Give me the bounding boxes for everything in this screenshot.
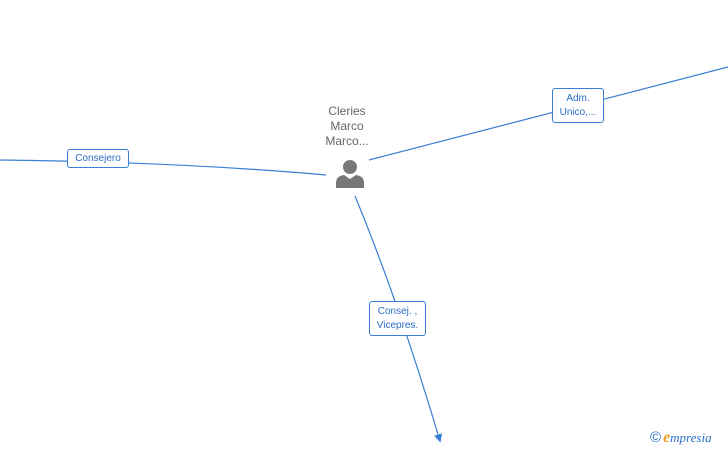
edge-label-text-line-2: Unico,... xyxy=(559,107,597,118)
brand-logo-letter: e xyxy=(663,429,671,446)
node-name-line-3: Marco... xyxy=(325,134,369,148)
edge-label-adm-unico[interactable]: Adm. Unico,... xyxy=(552,88,604,123)
node-name-line-1: Cleries xyxy=(328,104,366,118)
node-name-line-2: Marco xyxy=(330,119,364,133)
empresia-brand[interactable]: ©empresia xyxy=(650,429,712,447)
person-node-name[interactable]: Cleries Marco Marco... xyxy=(300,104,394,149)
edge-adm-unico[interactable] xyxy=(368,66,728,161)
edge-label-text-line-1: Consej. , xyxy=(377,306,418,317)
copyright-icon: © xyxy=(650,429,662,446)
edge-label-consej-vicepres[interactable]: Consej. , Vicepres. xyxy=(369,301,426,336)
brand-logo-text: mpresia xyxy=(670,430,712,445)
edge-label-consejero[interactable]: Consejero xyxy=(67,149,129,168)
person-icon[interactable] xyxy=(333,158,367,190)
edge-label-text-line-2: Vicepres. xyxy=(376,320,419,331)
edge-label-text-line-1: Adm. xyxy=(566,93,590,104)
edge-label-text: Consejero xyxy=(75,153,121,164)
edge-consejero[interactable] xyxy=(0,159,327,176)
